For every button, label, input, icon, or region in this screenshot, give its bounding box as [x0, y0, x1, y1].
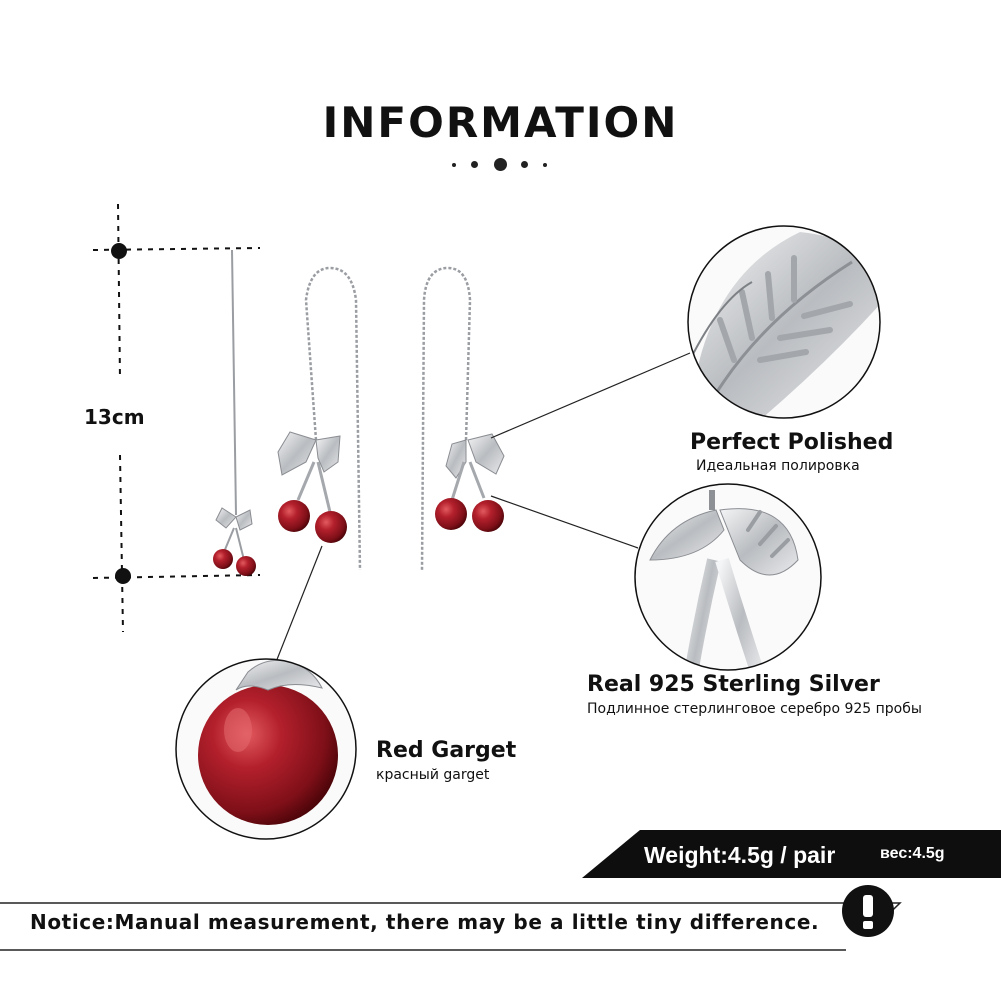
divider-dot [471, 161, 478, 168]
exclamation-icon [842, 885, 894, 937]
weight-label-ru: вес:4.5g [880, 845, 945, 862]
divider-dot [521, 161, 528, 168]
title-dots-divider [446, 157, 556, 173]
pointer-polished [490, 352, 691, 439]
stone-title: Red Garget [376, 738, 517, 763]
divider-dot [452, 163, 456, 167]
measure-bottom-dot [115, 568, 131, 584]
silver-title: Real 925 Sterling Silver [587, 672, 880, 697]
divider-dot [494, 158, 507, 171]
polished-title: Perfect Polished [690, 430, 894, 455]
pointer-stone [275, 545, 323, 663]
silver-closeup-image [634, 483, 822, 671]
polished-subtitle: Идеальная полировка [696, 458, 860, 474]
divider-dot [543, 163, 547, 167]
notice-text: Notice:Manual measurement, there may be … [30, 910, 820, 934]
earring-right [420, 266, 505, 571]
measurement-guide [92, 203, 261, 633]
measure-top-dot [111, 243, 127, 259]
weight-label: Weight:4.5g / pair [644, 842, 836, 868]
earring-left [277, 266, 362, 571]
weight-band [582, 830, 1001, 878]
page-title: INFORMATION [322, 98, 679, 147]
length-label: 13cm [84, 405, 145, 429]
stone-closeup-image [175, 658, 357, 840]
stone-subtitle: красный garget [376, 767, 490, 783]
leaf-closeup-image [687, 225, 881, 419]
silver-subtitle: Подлинное стерлинговое серебро 925 пробы [587, 701, 922, 717]
pointer-silver [490, 495, 639, 549]
small-earring [213, 249, 256, 576]
